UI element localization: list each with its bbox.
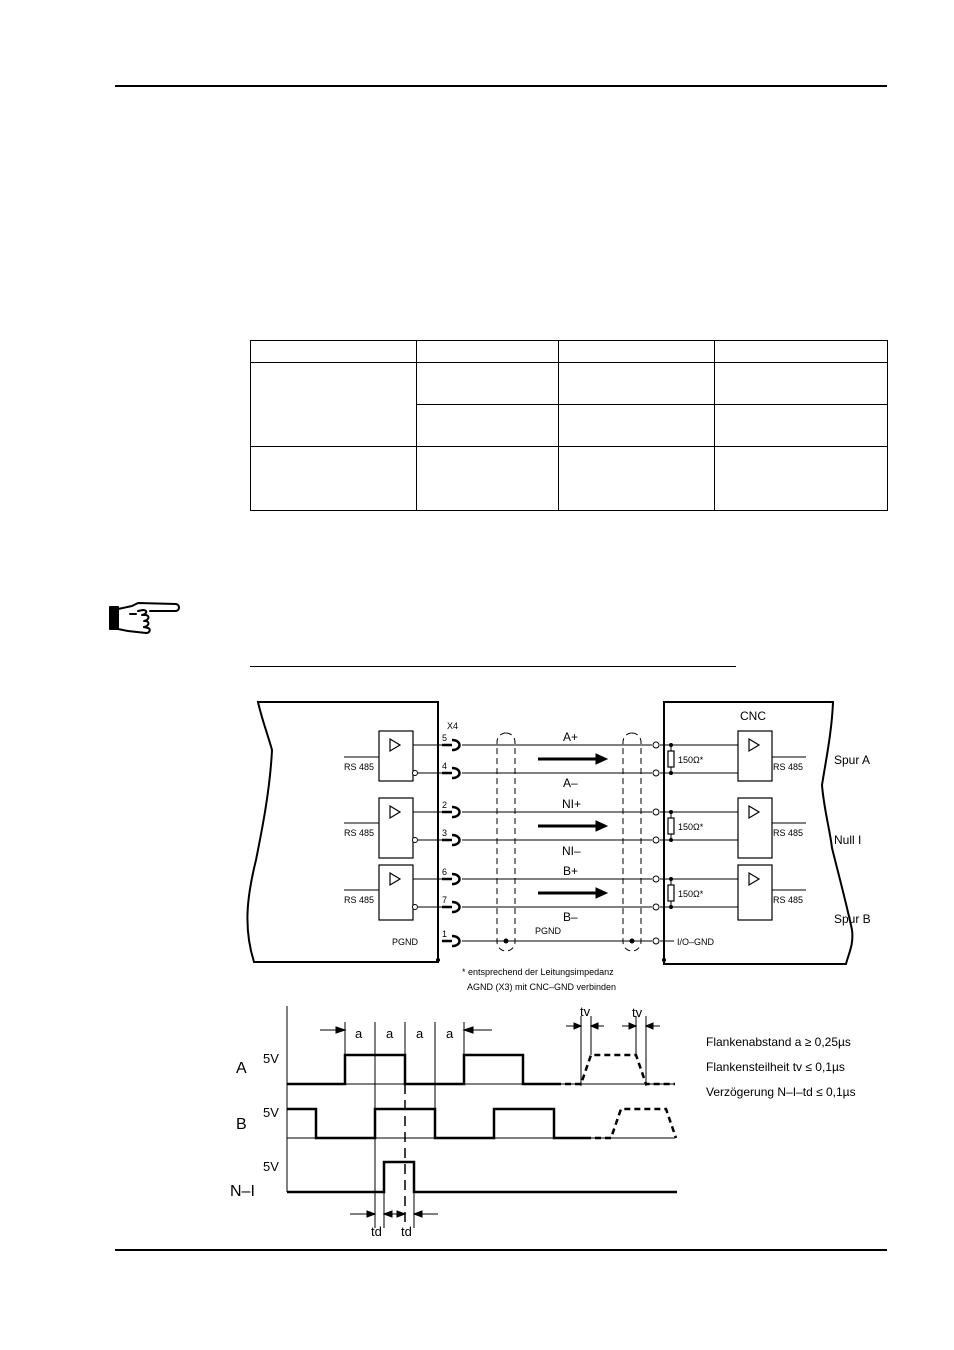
interval-label: a	[446, 1026, 454, 1041]
table-cell	[558, 404, 715, 447]
pin-label: 2	[442, 800, 447, 810]
signal-row-label: A	[236, 1060, 247, 1077]
interval-label: a	[355, 1026, 363, 1041]
signal-row-label: N–I	[230, 1183, 255, 1200]
io-gnd-label: I/O–GND	[677, 937, 715, 947]
table-cell	[416, 446, 559, 511]
pgnd-label: PGND	[392, 937, 419, 947]
waveform-a	[287, 1053, 555, 1086]
section-rule	[250, 666, 736, 667]
rs485-label: RS 485	[344, 828, 374, 838]
line-driver-ni	[378, 797, 414, 859]
resistor-label: 150Ω*	[678, 822, 704, 832]
pin-label: 1	[442, 929, 447, 939]
table-row	[250, 446, 888, 511]
table-cell	[714, 446, 888, 511]
table-cell	[558, 446, 715, 511]
footnote: * entsprechend der Leitungsimpedanz	[462, 967, 614, 977]
rs485-label: RS 485	[344, 762, 374, 772]
cable-shield-left	[496, 732, 516, 952]
signal-label: B–	[563, 910, 578, 924]
pin-label: 4	[442, 761, 447, 771]
tv-label: tv	[632, 1005, 643, 1020]
interval-label: a	[386, 1026, 394, 1041]
rs485-label: RS 485	[773, 895, 803, 905]
waveform-b-edge	[585, 1107, 678, 1140]
track-label: Spur A	[834, 753, 870, 767]
line-receiver-ni	[737, 797, 773, 859]
header-rule	[115, 85, 887, 87]
rs485-label: RS 485	[344, 895, 374, 905]
spec-table	[250, 340, 888, 511]
voltage-label: 5V	[263, 1051, 279, 1066]
tv-label: tv	[580, 1004, 591, 1019]
footnote: AGND (X3) mit CNC–GND verbinden	[467, 982, 616, 992]
table-row	[250, 362, 888, 447]
interval-label: a	[416, 1026, 424, 1041]
waveform-a-edge	[555, 1053, 675, 1086]
line-driver-a	[378, 730, 414, 782]
rs485-label: RS 485	[773, 762, 803, 772]
line-receiver-a	[737, 730, 773, 782]
pin-label: 7	[442, 895, 447, 905]
termination-resistor	[667, 750, 675, 768]
rs485-label: RS 485	[773, 828, 803, 838]
line-receiver-b	[737, 864, 773, 921]
resistor-label: 150Ω*	[678, 755, 704, 765]
signal-label: NI–	[562, 844, 581, 858]
signal-label: A+	[563, 730, 578, 744]
waveform-ni	[287, 1160, 677, 1194]
track-label: Spur B	[834, 912, 871, 926]
pin-label: 6	[442, 867, 447, 877]
track-label: Null I	[834, 833, 861, 847]
pin-label: 5	[442, 733, 447, 743]
resistor-label: 150Ω*	[678, 889, 704, 899]
td-label: td	[401, 1224, 412, 1239]
signal-label: A–	[563, 776, 578, 790]
signal-label: B+	[563, 864, 578, 878]
line-driver-b	[378, 864, 414, 921]
timing-spec: Flankensteilheit tv ≤ 0,1µs	[706, 1060, 845, 1074]
signal-row-label: B	[236, 1116, 247, 1133]
td-label: td	[371, 1224, 382, 1239]
voltage-label: 5V	[263, 1159, 279, 1174]
pgnd-cable-label: PGND	[535, 926, 562, 936]
termination-resistor	[667, 817, 675, 835]
cable-shield-right	[622, 732, 642, 952]
timing-spec: Verzögerung N–I–td ≤ 0,1µs	[706, 1085, 856, 1099]
cnc-frame	[663, 701, 854, 965]
waveform-b	[287, 1107, 585, 1140]
termination-resistor	[667, 884, 675, 902]
table-cell	[250, 362, 417, 447]
signal-label: NI+	[562, 797, 581, 811]
pointing-hand-icon	[109, 602, 180, 634]
connector-label: X4	[447, 721, 458, 731]
servo-amplifier-frame	[246, 701, 439, 963]
table-cell	[250, 446, 417, 511]
voltage-label: 5V	[263, 1105, 279, 1120]
cnc-label: CNC	[740, 709, 766, 723]
timing-spec: Flankenabstand a ≥ 0,25µs	[706, 1035, 851, 1049]
pin-label: 3	[442, 828, 447, 838]
footer-rule	[115, 1249, 887, 1251]
